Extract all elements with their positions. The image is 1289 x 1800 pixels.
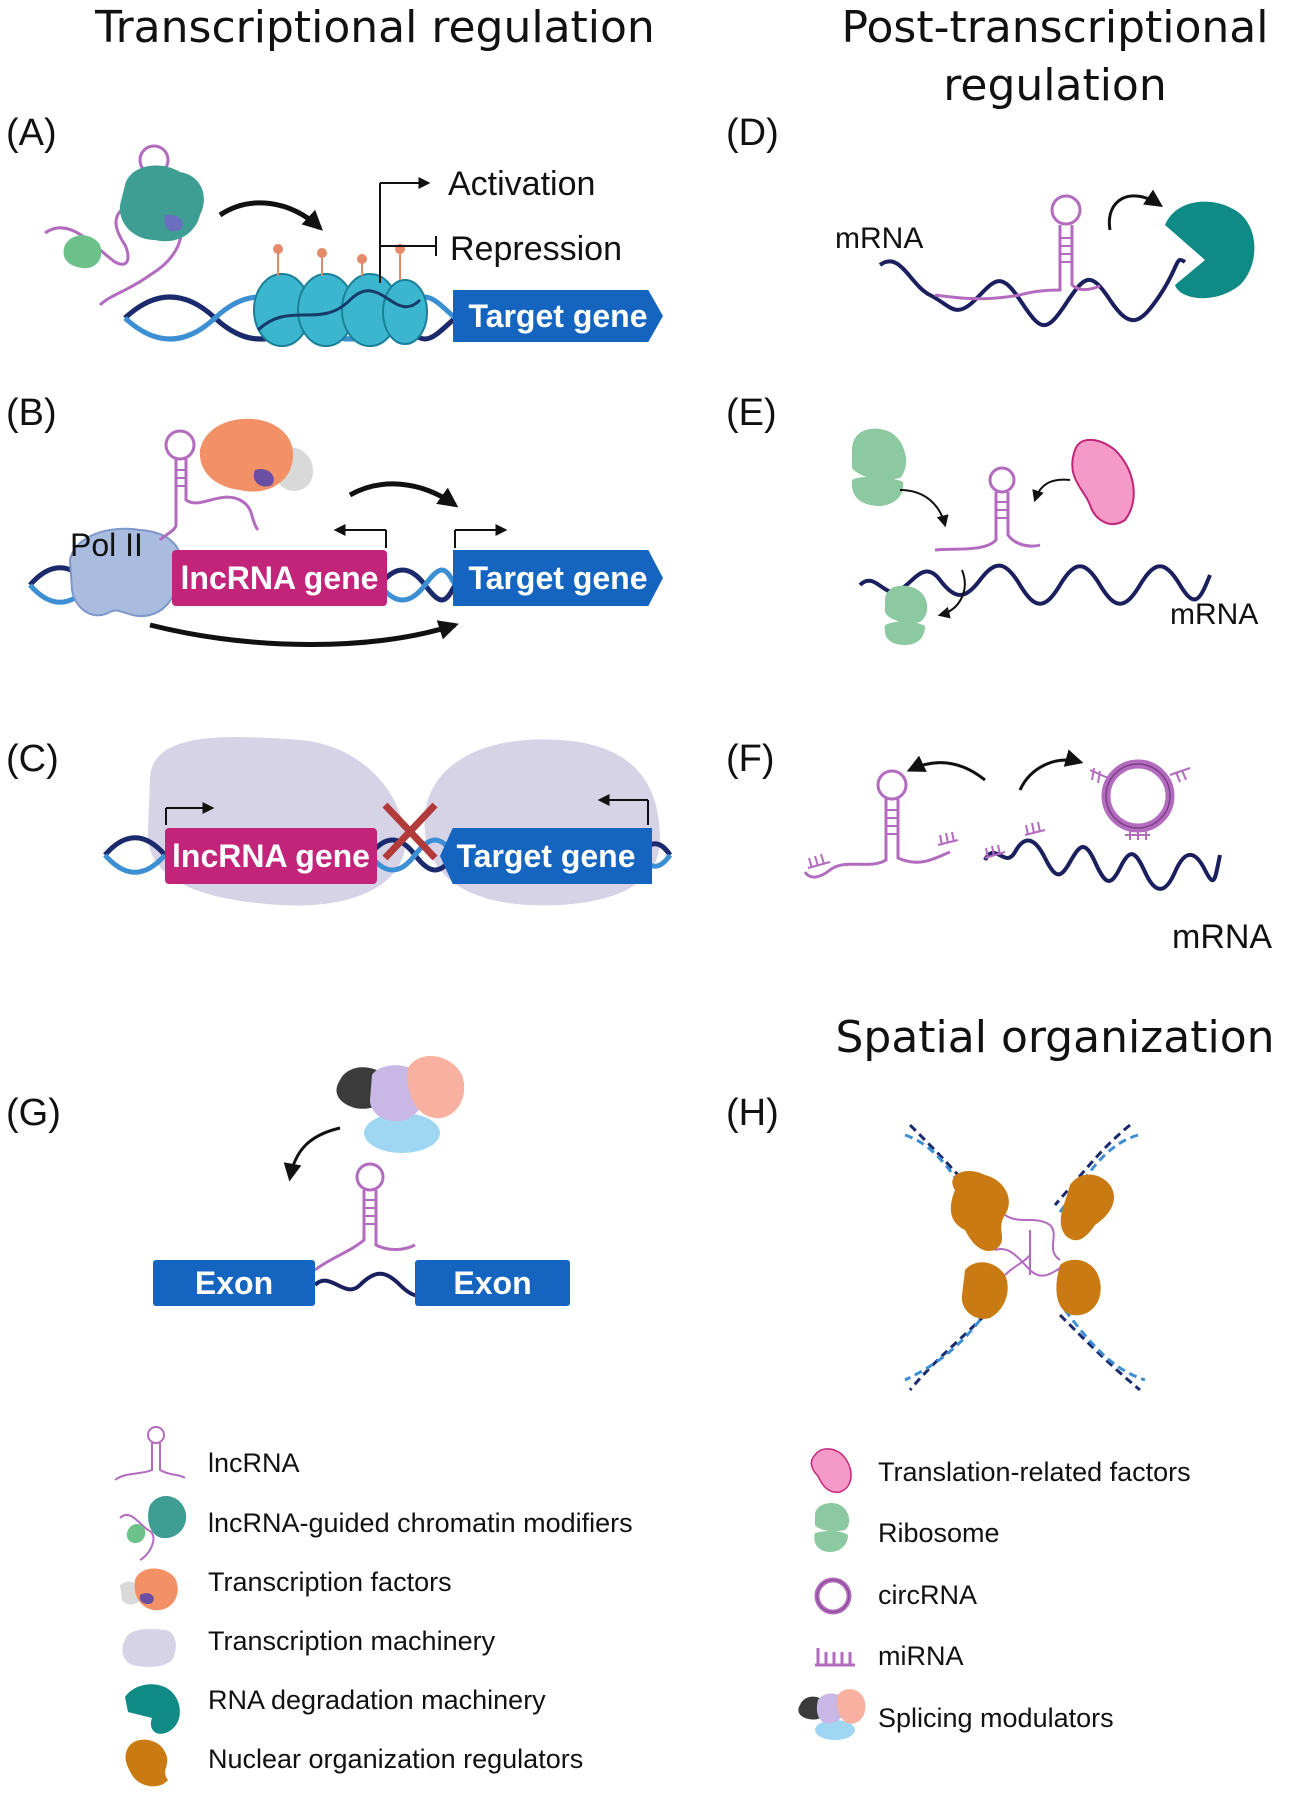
promoter-arrows xyxy=(165,794,649,825)
nuclear-organization-icon xyxy=(125,1739,168,1787)
rna-degradation-icon xyxy=(125,1684,180,1734)
legend-label-mirna: miRNA xyxy=(878,1641,964,1671)
curved-arrow xyxy=(1032,478,1071,503)
panel-f-illustration xyxy=(803,749,1222,891)
panel-label-h: (H) xyxy=(726,1092,779,1134)
pol-ii-label: Pol II xyxy=(70,527,143,563)
lncrna-icon xyxy=(803,769,951,879)
ribosome-icon xyxy=(884,585,928,645)
mrna-label: mRNA xyxy=(835,222,924,255)
lncrna-network xyxy=(994,1214,1061,1277)
panel-d-illustration xyxy=(878,189,1255,328)
panel-label-e: (E) xyxy=(726,392,777,434)
ribosome-icon xyxy=(814,1503,850,1552)
panel-label-b: (B) xyxy=(6,392,57,434)
lncrna-gene-box: lncRNA gene xyxy=(172,550,387,606)
panel-h-illustration xyxy=(904,1123,1146,1392)
transcription-factor-icon xyxy=(120,1568,178,1611)
mirna-icon xyxy=(937,831,959,846)
transcription-machinery-icon xyxy=(122,1629,176,1667)
legend-label-circrna: circRNA xyxy=(878,1580,977,1610)
exon-box-right: Exon xyxy=(415,1260,570,1306)
mrna-strand xyxy=(878,257,1187,328)
circrna-icon xyxy=(814,1577,852,1615)
lncrna-gene-box: lncRNA gene xyxy=(165,828,377,884)
panel-label-a: (A) xyxy=(6,112,57,154)
repression-label: Repression xyxy=(450,230,622,268)
mirna-icon xyxy=(815,1648,855,1667)
chromatin-fibers xyxy=(904,1123,1146,1392)
transcription-readthrough-arrow xyxy=(149,620,459,647)
panel-label-f: (F) xyxy=(726,738,775,780)
mrna-label: mRNA xyxy=(1172,918,1273,956)
splicing-modulator-icon xyxy=(336,1055,465,1153)
legend-label-transcription-factors: Transcription factors xyxy=(208,1567,452,1597)
activation-repression-signs xyxy=(379,177,437,283)
legend-label-transcription-machinery: Transcription machinery xyxy=(208,1626,496,1656)
activation-curved-arrow xyxy=(348,481,459,508)
splicing-modulator-icon xyxy=(798,1689,866,1740)
activation-curved-arrow xyxy=(218,200,323,231)
panel-label-d: (D) xyxy=(726,112,779,154)
panel-e-illustration xyxy=(851,428,1212,645)
rna-degradation-icon xyxy=(1165,201,1255,299)
mirna-icon xyxy=(984,821,1046,859)
lncrna-icon xyxy=(314,1162,416,1272)
activation-label: Activation xyxy=(448,165,596,203)
curved-arrow xyxy=(1018,749,1084,791)
nuclear-organization-icon xyxy=(950,1170,1115,1319)
legend-label-rna-degradation: RNA degradation machinery xyxy=(208,1685,546,1715)
red-cross-icon xyxy=(382,802,438,861)
translation-factor-icon xyxy=(1071,438,1135,525)
lncrna-icon xyxy=(934,194,1101,301)
panel-a-illustration xyxy=(44,144,457,347)
lncrna-chromatin-modifier xyxy=(44,144,204,307)
mrna-strand xyxy=(858,563,1212,606)
panel-b-illustration xyxy=(28,418,508,647)
mirna-icon xyxy=(807,853,831,869)
lncrna-icon xyxy=(934,466,1041,552)
legend-label-nuclear-organization: Nuclear organization regulators xyxy=(208,1744,584,1774)
heading-post-transcriptional-line1: Post-transcriptional xyxy=(841,2,1269,53)
panel-label-g: (G) xyxy=(6,1092,61,1134)
curved-arrow xyxy=(906,755,986,782)
curved-arrow xyxy=(937,569,966,619)
translation-factor-icon xyxy=(810,1448,852,1494)
curved-arrow xyxy=(899,489,949,528)
target-gene-box: Target gene xyxy=(453,550,663,606)
panel-label-c: (C) xyxy=(6,738,59,780)
mrna-label: mRNA xyxy=(1170,598,1259,631)
legend-label-chromatin-modifiers: lncRNA-guided chromatin modifiers xyxy=(208,1508,633,1538)
panel-g-illustration xyxy=(283,1055,465,1298)
legend-label-splicing-modulators: Splicing modulators xyxy=(878,1703,1114,1733)
mrna-strand xyxy=(983,838,1222,891)
curved-arrow xyxy=(283,1126,341,1182)
curved-arrow xyxy=(1107,189,1163,231)
heading-spatial-organization: Spatial organization xyxy=(835,1012,1275,1063)
heading-transcriptional: Transcriptional regulation xyxy=(95,2,655,53)
legend-label-translation-factors: Translation-related factors xyxy=(878,1457,1191,1487)
lncrna-transcription-factor xyxy=(158,418,314,542)
legend-label-ribosome: Ribosome xyxy=(878,1518,1000,1548)
target-gene-box: Target gene xyxy=(453,290,663,342)
exon-box-left: Exon xyxy=(153,1260,315,1306)
lncrna-icon xyxy=(114,1426,186,1481)
legend-label-lncrna: lncRNA xyxy=(208,1448,300,1478)
promoter-arrows xyxy=(333,524,508,548)
target-gene-box: Target gene xyxy=(440,828,652,884)
nucleosome-array xyxy=(253,244,428,347)
ribosome-icon xyxy=(851,428,907,506)
chromatin-modifier-icon xyxy=(119,1495,187,1561)
circrna-icon xyxy=(1089,759,1191,840)
legend-icons xyxy=(114,1426,866,1787)
heading-post-transcriptional-line2: regulation xyxy=(943,60,1167,111)
